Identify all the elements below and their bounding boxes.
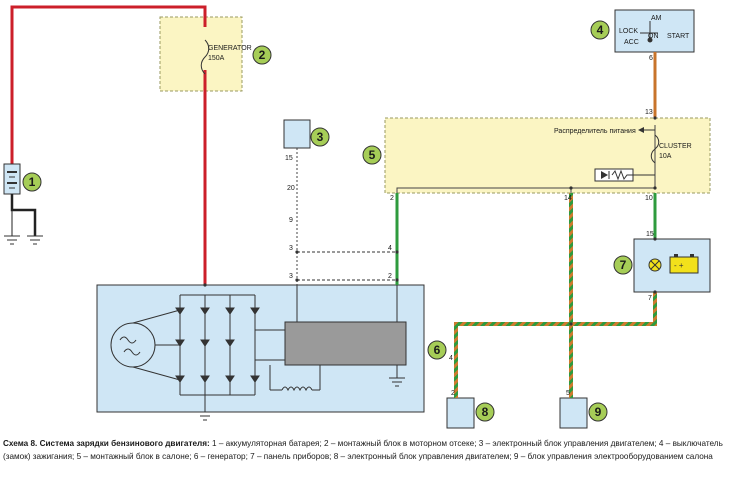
battery-icon bbox=[3, 163, 37, 236]
ground-icon bbox=[4, 235, 43, 245]
pin-m10: 10 bbox=[645, 195, 653, 202]
generator-ground-icon bbox=[197, 377, 405, 421]
caption-title: Схема 8. Система зарядки бензинового дви… bbox=[3, 439, 210, 448]
power-distributor-label: Распределитель питания bbox=[554, 128, 636, 135]
switch-lock-label: LOCK bbox=[619, 28, 638, 35]
rotor-coil-icon bbox=[269, 285, 398, 392]
pin-g4: 4 bbox=[388, 245, 392, 252]
generator-fuse-rating: 150A bbox=[208, 55, 225, 62]
pin-ecu15: 15 bbox=[285, 155, 293, 162]
pin-w20: 20 bbox=[287, 185, 295, 192]
pin-b5: 5 bbox=[566, 390, 570, 397]
connector-dots bbox=[203, 116, 657, 326]
svg-text:7: 7 bbox=[620, 258, 627, 272]
pin-e2: 2 bbox=[451, 390, 455, 397]
pin-m2: 2 bbox=[390, 195, 394, 202]
pin-g2: 2 bbox=[388, 273, 392, 280]
svg-text:9: 9 bbox=[595, 405, 602, 419]
cluster-fuse-icon bbox=[650, 134, 660, 164]
rectifier-bridge-icon bbox=[175, 294, 285, 412]
svg-text:2: 2 bbox=[259, 48, 266, 62]
pin-w3a: 3 bbox=[289, 245, 293, 252]
svg-text:1: 1 bbox=[29, 175, 36, 189]
cluster-internal-line bbox=[396, 125, 656, 193]
pin-c13: 13 bbox=[645, 109, 653, 116]
pin-m14: 14 bbox=[564, 195, 572, 202]
diode-resistor-icon bbox=[594, 168, 655, 182]
callout-8: 8 bbox=[475, 402, 495, 422]
pin-c7: 7 bbox=[648, 295, 652, 302]
caption-text: 1 – аккумуляторная батарея; 2 – монтажны… bbox=[3, 439, 723, 461]
callout-5: 5 bbox=[362, 145, 382, 165]
battery-wire bbox=[10, 5, 207, 166]
cluster-fuse-label: CLUSTER bbox=[659, 143, 692, 150]
callout-4: 4 bbox=[590, 20, 610, 40]
ignition-switch-icon bbox=[640, 21, 658, 43]
warning-lamp-icon bbox=[648, 258, 662, 272]
callout-7: 7 bbox=[613, 255, 633, 275]
cluster-fuse-rating: 10A bbox=[659, 153, 672, 160]
pin-s6: 6 bbox=[649, 55, 653, 62]
switch-am-label: AM bbox=[651, 15, 662, 22]
battery-warning-icon: - + bbox=[669, 254, 699, 274]
body-control-box bbox=[559, 397, 588, 429]
distributor-arrowhead-icon bbox=[638, 127, 644, 133]
pin-c15: 15 bbox=[646, 231, 654, 238]
pin-e4: 4 bbox=[449, 355, 453, 362]
ecu-box-8 bbox=[446, 397, 475, 429]
callout-9: 9 bbox=[588, 402, 608, 422]
charging-system-diagram: GENERATOR 150A CLUSTER 10A Распределител… bbox=[3, 5, 711, 429]
svg-text:5: 5 bbox=[369, 148, 376, 162]
switch-on-label: ON bbox=[648, 33, 659, 40]
callout-2: 2 bbox=[252, 45, 272, 65]
svg-text:- +: - + bbox=[674, 261, 684, 270]
engine-fuse-block bbox=[159, 16, 243, 92]
svg-text:4: 4 bbox=[597, 23, 604, 37]
svg-text:8: 8 bbox=[482, 405, 489, 419]
generator-fuse-label: GENERATOR bbox=[208, 45, 252, 52]
cluster-to-ecu-wire bbox=[454, 292, 657, 398]
svg-text:3: 3 bbox=[317, 130, 324, 144]
callout-1: 1 bbox=[22, 172, 42, 192]
pin-w3b: 3 bbox=[289, 273, 293, 280]
ecu-box bbox=[283, 119, 311, 149]
svg-text:6: 6 bbox=[434, 343, 441, 357]
voltage-regulator bbox=[284, 321, 407, 366]
pin-w9: 9 bbox=[289, 217, 293, 224]
generator-stator-icon bbox=[110, 309, 181, 381]
callout-3: 3 bbox=[310, 127, 330, 147]
ignition-switch-box bbox=[614, 9, 695, 53]
switch-start-label: START bbox=[667, 33, 690, 40]
callout-6: 6 bbox=[427, 340, 447, 360]
figure-caption: Схема 8. Система зарядки бензинового дви… bbox=[3, 438, 725, 463]
cabin-fuse-block bbox=[384, 117, 711, 194]
generator-fuse-icon bbox=[200, 39, 210, 75]
switch-acc-label: ACC bbox=[624, 39, 639, 46]
